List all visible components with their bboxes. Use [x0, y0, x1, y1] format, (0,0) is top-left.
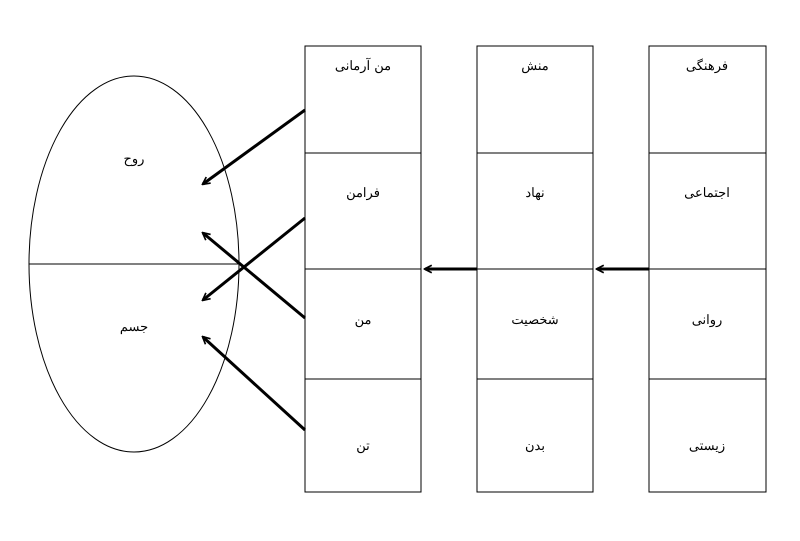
cell-personality: شخصیت: [511, 313, 558, 328]
cell-social: اجتماعی: [684, 186, 730, 201]
cell-body: بدن: [525, 439, 545, 454]
cell-physique: تن: [356, 439, 370, 454]
arrow-superego-to-body: [203, 216, 306, 300]
cell-superego: فرامن: [346, 186, 380, 201]
cell-biological: زیستی: [689, 439, 725, 454]
cell-cultural: فرهنگی: [686, 58, 728, 74]
ellipse-top-label: روح: [124, 152, 145, 167]
cell-psychological: روانی: [692, 313, 723, 328]
soul-body-ellipse: روح جسم: [28, 75, 240, 453]
cell-ego: من: [355, 313, 372, 328]
arrow-ego-to-soul: [203, 233, 306, 320]
cell-ideal-self: من آرمانی: [335, 57, 391, 74]
cell-nature: نهاد: [525, 186, 544, 201]
arrow-physique-to-body: [203, 337, 307, 432]
column-right: فرهنگی اجتماعی روانی زیستی: [648, 45, 767, 493]
column-middle: منش نهاد شخصیت بدن: [476, 45, 594, 493]
column-left: من آرمانی فرامن من تن: [304, 45, 422, 493]
arrow-ideal-self-to-soul: [203, 108, 306, 184]
cell-character: منش: [521, 59, 548, 74]
ellipse-bottom-label: جسم: [120, 320, 148, 335]
